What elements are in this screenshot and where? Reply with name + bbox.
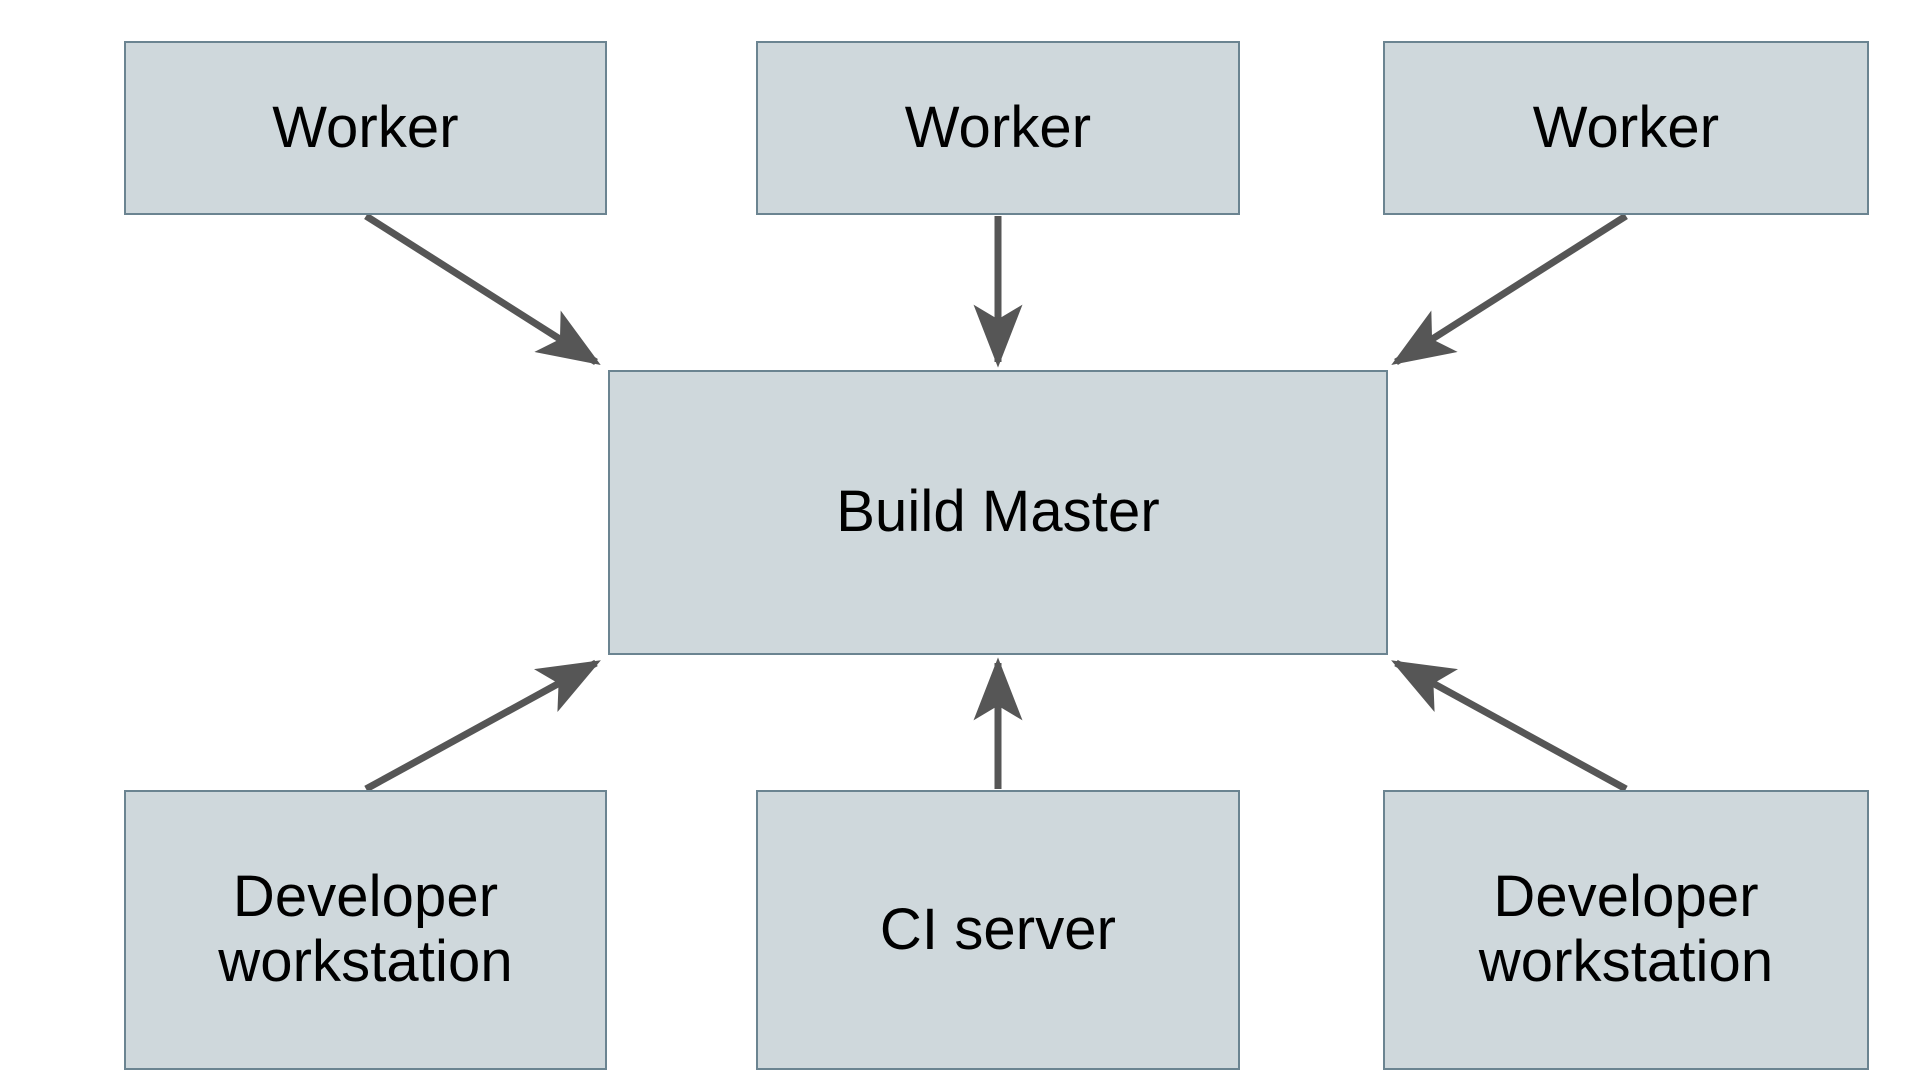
edge-worker-right-to-master <box>1391 213 1628 366</box>
edge-worker-left-to-master <box>364 213 601 366</box>
node-worker-right-label: Worker <box>1532 94 1720 160</box>
node-developer-workstation-left-label: Developer workstation <box>218 864 513 994</box>
node-build-master[interactable]: Build Master <box>608 370 1388 655</box>
node-ci-server[interactable]: CI server <box>756 790 1240 1070</box>
edge-dev-right-to-master <box>1391 659 1628 793</box>
node-build-master-label: Build Master <box>836 479 1160 545</box>
edge-dev-left-to-master <box>364 659 601 793</box>
node-worker-right[interactable]: Worker <box>1383 41 1869 215</box>
node-worker-left[interactable]: Worker <box>124 41 607 215</box>
node-developer-workstation-right-label: Developer workstation <box>1478 864 1774 994</box>
node-worker-center[interactable]: Worker <box>756 41 1240 215</box>
node-worker-center-label: Worker <box>904 94 1092 160</box>
node-worker-left-label: Worker <box>272 94 459 160</box>
node-developer-workstation-right[interactable]: Developer workstation <box>1383 790 1869 1070</box>
node-developer-workstation-left[interactable]: Developer workstation <box>124 790 607 1070</box>
node-ci-server-label: CI server <box>879 896 1117 962</box>
